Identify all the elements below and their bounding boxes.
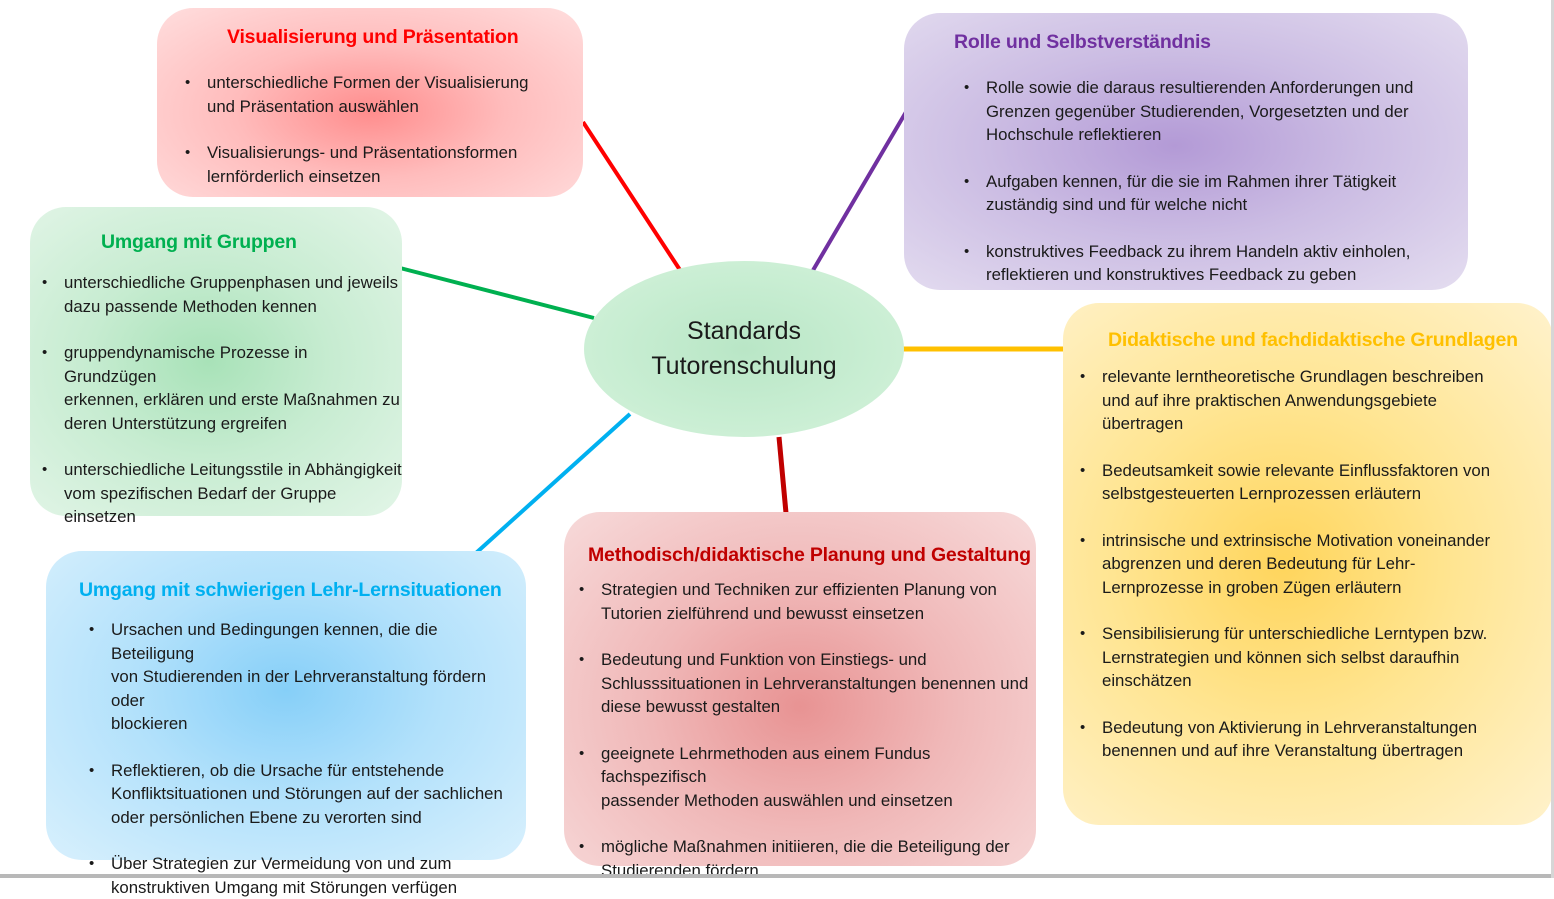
list-item: unterschiedliche Gruppenphasen und jewei… [42,271,402,318]
list-item: unterschiedliche Leitungsstile in Abhäng… [42,458,402,529]
topic-title-gruppen: Umgang mit Gruppen [101,231,297,253]
list-item: relevante lerntheoretische Grundlagen be… [1080,365,1540,436]
connector-methodisch [776,436,789,514]
list-item: geeignete Lehrmethoden aus einem Fundus … [579,742,1029,813]
topic-list-rolle: Rolle sowie die daraus resultierenden An… [964,76,1454,287]
list-item: Bedeutsamkeit sowie relevante Einflussfa… [1080,459,1540,506]
topic-title-visualisierung: Visualisierung und Präsentation [227,26,519,48]
center-node: Standards Tutorenschulung [584,261,904,437]
connector-lines [399,110,1072,555]
topic-box-schwierig: Umgang mit schwierigen Lehr-Lernsituatio… [46,551,526,897]
list-item: Bedeutung von Aktivierung in Lehrveranst… [1080,716,1540,763]
topic-title-rolle: Rolle und Selbstverständnis [954,31,1211,53]
list-item: Ursachen und Bedingungen kennen, die die… [89,618,514,736]
topic-list-methodisch: Strategien und Techniken zur effizienten… [579,578,1029,882]
topic-list-didaktik: relevante lerntheoretische Grundlagen be… [1080,365,1540,763]
list-item: Rolle sowie die daraus resultierenden An… [964,76,1454,147]
center-title-line1: Standards [687,317,801,345]
list-item: Visualisierungs- und Präsentationsformen… [185,141,565,188]
topic-title-didaktik: Didaktische und fachdidaktische Grundlag… [1108,329,1518,351]
connector-visualisierung [581,120,682,272]
bottom-border [0,874,1554,878]
connector-schwierig [474,412,632,555]
list-item: Aufgaben kennen, für die sie im Rahmen i… [964,170,1454,217]
topic-box-rolle: Rolle und Selbstverständnis Rolle sowie … [904,13,1468,290]
topic-title-schwierig: Umgang mit schwierigen Lehr-Lernsituatio… [79,579,502,601]
list-item: konstruktives Feedback zu ihrem Handeln … [964,240,1454,287]
list-item: Reflektieren, ob die Ursache für entsteh… [89,759,514,830]
list-item: Bedeutung und Funktion von Einstiegs- un… [579,648,1029,719]
list-item: Sensibilisierung für unterschiedliche Le… [1080,622,1540,693]
topic-list-gruppen: unterschiedliche Gruppenphasen und jewei… [42,271,402,529]
list-item: Strategien und Techniken zur effizienten… [579,578,1029,625]
list-item: unterschiedliche Formen der Visualisieru… [185,71,565,118]
topic-box-didaktik: Didaktische und fachdidaktische Grundlag… [1063,303,1553,825]
list-item: intrinsische und extrinsische Motivation… [1080,529,1540,600]
connector-gruppen [399,266,595,320]
topic-title-methodisch: Methodisch/didaktische Planung und Gesta… [588,544,1031,566]
topic-box-gruppen: Umgang mit Gruppen unterschiedliche Grup… [30,207,402,526]
center-title-line2: Tutorenschulung [651,352,837,380]
right-border [1551,0,1554,878]
topic-list-schwierig: Ursachen und Bedingungen kennen, die die… [89,618,514,899]
topic-list-visualisierung: unterschiedliche Formen der Visualisieru… [185,71,565,188]
list-item: gruppendynamische Prozesse in Grundzügen… [42,341,402,435]
connector-rolle [810,110,908,274]
topic-box-visualisierung: Visualisierung und Präsentation untersch… [157,8,583,197]
topic-box-methodisch: Methodisch/didaktische Planung und Gesta… [564,512,1036,880]
